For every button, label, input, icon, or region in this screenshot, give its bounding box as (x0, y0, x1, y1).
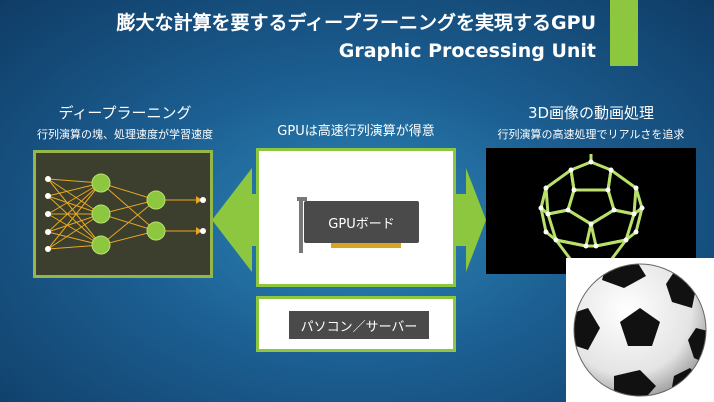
neural-network-diagram (45, 173, 206, 255)
soccer-ball-image (566, 258, 714, 402)
gpu-connector (331, 243, 401, 248)
left-subtitle: 行列演算の塊、処理速度が学習速度 (37, 128, 213, 141)
neural-network-panel (33, 150, 213, 278)
left-arrow (212, 168, 260, 272)
center-title: GPUは高速行列演算が得意 (277, 124, 435, 139)
wireframe-ball (538, 154, 645, 262)
right-title: 3D画像の動画処理 (527, 104, 655, 122)
pc-server-box: パソコン／サーバー (289, 311, 429, 339)
gpu-bracket-icon (297, 197, 307, 253)
page-title: 膨大な計算を要するディープラーニングを実現するGPU (116, 12, 596, 34)
pc-server-panel: パソコン／サーバー (256, 296, 456, 352)
wireframe-panel (486, 148, 696, 274)
right-subtitle: 行列演算の高速処理でリアルさを追求 (497, 128, 685, 141)
gpu-panel: GPUボード (256, 148, 456, 287)
gpu-board: GPUボード (304, 201, 419, 243)
page-subtitle: Graphic Processing Unit (338, 40, 596, 62)
title-accent-bar (610, 0, 638, 66)
left-title: ディープラーニング (58, 104, 192, 122)
right-arrow (456, 168, 486, 272)
